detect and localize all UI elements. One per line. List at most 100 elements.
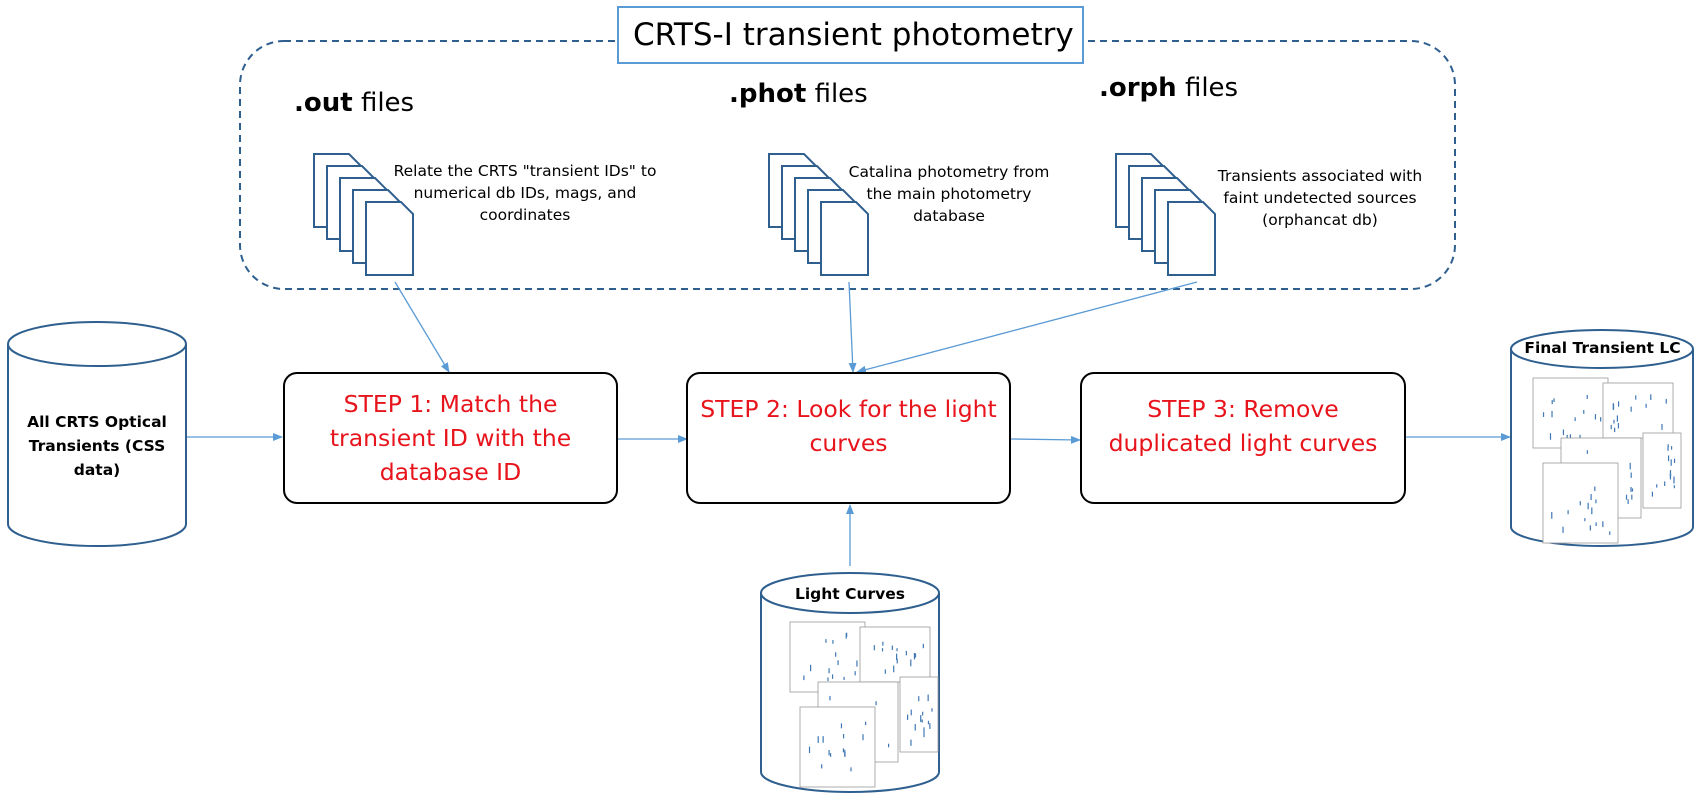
source-database-icon [7, 321, 187, 547]
plot-point [1549, 433, 1552, 440]
source-label-line: All CRTS Optical [27, 413, 167, 431]
plot-frame [1642, 432, 1682, 509]
diagram-title: CRTS-I transient photometry [617, 6, 1084, 64]
plot-point [865, 721, 867, 726]
plot-point [914, 724, 916, 731]
plot-point [845, 633, 847, 639]
plot-point [922, 711, 924, 716]
plot-point [1586, 450, 1588, 454]
plot-point [1613, 419, 1615, 424]
phot-desc-line: Catalina photometry from [848, 163, 1050, 181]
plot-point [1616, 415, 1618, 422]
plot-point [854, 671, 856, 676]
phot-ext: .phot [729, 79, 807, 109]
plot-point [1656, 484, 1658, 488]
plot-frame [899, 676, 939, 753]
plot-point [914, 653, 917, 658]
step-1-box: STEP 1: Match the transient ID with the … [283, 372, 618, 504]
plot-point [831, 674, 834, 679]
plot-point [927, 720, 930, 725]
photometry-group-container [239, 40, 1456, 290]
plot-point [827, 677, 829, 682]
plot-point [884, 669, 886, 674]
plot-point [1625, 494, 1628, 500]
plot-point [810, 664, 812, 672]
final-light-curve-plots-thumbnail [1532, 377, 1682, 544]
plot-point [832, 640, 834, 644]
plot-point [923, 727, 925, 733]
plot-point [1551, 512, 1553, 519]
source-label-line: data) [73, 461, 121, 479]
plot-point [1664, 481, 1666, 486]
plot-point [1630, 472, 1632, 478]
plot-point [1595, 499, 1597, 504]
plot-point [927, 694, 929, 702]
plot-point [1669, 472, 1672, 478]
plot-point [808, 746, 811, 754]
plot-point [1551, 410, 1553, 418]
plot-frame [799, 706, 876, 788]
plot-point [1612, 403, 1614, 410]
plot-point [817, 736, 819, 743]
plot-frame [859, 626, 931, 683]
plot-point [837, 660, 839, 666]
plot-point [1551, 400, 1553, 405]
step-3-line: STEP 3: Remove [1147, 395, 1339, 423]
phot-desc-line: database [913, 207, 985, 225]
step-2-box: STEP 2: Look for the light curves [686, 372, 1011, 504]
phot-word: files [814, 79, 868, 109]
plot-point [910, 709, 912, 716]
plot-point [1665, 398, 1667, 404]
source-database-label: All CRTS Optical Transients (CSS data) [20, 410, 174, 482]
plot-point [1579, 501, 1581, 506]
phot-files-icon [768, 153, 869, 276]
source-label-line: Transients (CSS [28, 437, 166, 455]
plot-point [893, 665, 895, 673]
plot-point [1617, 423, 1620, 429]
plot-point [1661, 423, 1663, 430]
orph-ext: .orph [1099, 73, 1177, 103]
plot-point [1542, 412, 1545, 417]
plot-point [1673, 458, 1676, 463]
plot-point [862, 734, 864, 741]
plot-point [1670, 459, 1672, 466]
file-page [820, 201, 869, 276]
plot-point [1594, 486, 1596, 492]
plot-point [1562, 526, 1564, 533]
plot-point [881, 648, 884, 652]
plot-point [923, 733, 925, 738]
plot-point [803, 675, 805, 681]
arrow-step2-to-step3 [1010, 435, 1081, 444]
plot-point [829, 695, 831, 701]
plot-point [840, 723, 843, 729]
out-files-description: Relate the CRTS "transient IDs" to numer… [380, 160, 670, 226]
plot-point [896, 658, 898, 664]
plot-point [1673, 485, 1675, 489]
plot-point [1609, 531, 1611, 535]
orph-desc-line: faint undetected sources [1223, 189, 1417, 207]
plot-frame [789, 621, 866, 693]
plot-point [875, 701, 877, 706]
plot-point [1587, 502, 1589, 510]
plot-point [1594, 414, 1597, 420]
step-3-text: STEP 3: Remove duplicated light curves [1109, 392, 1378, 460]
plot-point [1673, 476, 1675, 484]
plot-point [1650, 394, 1652, 400]
step-3-box: STEP 3: Remove duplicated light curves [1080, 372, 1406, 504]
plot-point [821, 764, 823, 769]
plot-point [1591, 507, 1593, 515]
plot-point [918, 696, 920, 702]
arrow-out-to-step1 [394, 281, 450, 373]
plot-point [1630, 406, 1632, 412]
step-1-line: database ID [379, 458, 522, 486]
plot-point [906, 714, 909, 720]
orph-desc-line: Transients associated with [1217, 167, 1423, 185]
plot-point [1574, 417, 1576, 422]
plot-point [1562, 429, 1565, 436]
out-desc-line: coordinates [479, 206, 571, 224]
orph-files-description: Transients associated with faint undetec… [1205, 165, 1435, 231]
out-files-icon [313, 153, 414, 276]
plot-point [1629, 462, 1631, 470]
out-files-label: .out files [294, 88, 414, 118]
